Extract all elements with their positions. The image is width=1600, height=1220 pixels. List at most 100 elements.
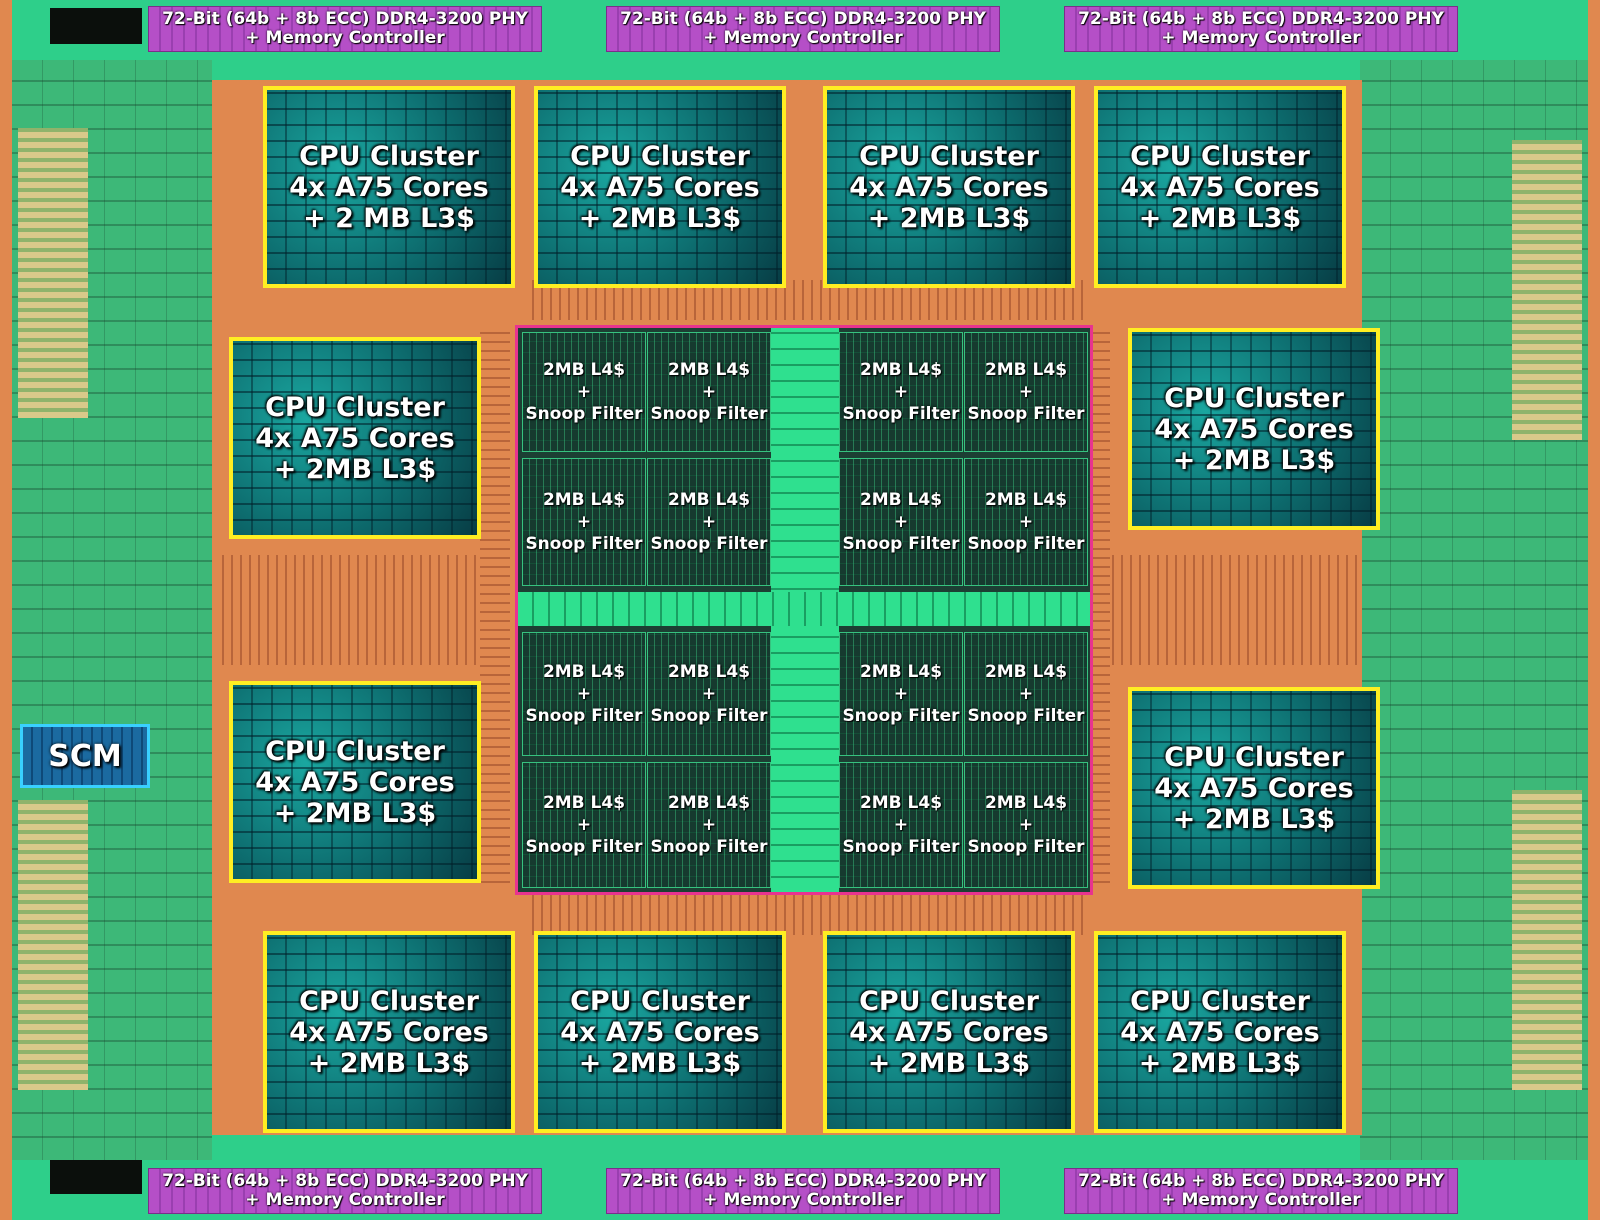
l4-snoop: Snoop Filter <box>650 706 768 726</box>
l4-slice: 2MB L4$ + Snoop Filter <box>522 458 646 586</box>
l4-snoop: Snoop Filter <box>842 404 960 424</box>
cluster-cache: + 2MB L3$ <box>578 1047 742 1079</box>
l4-plus: + <box>1018 382 1034 402</box>
l4-size: 2MB L4$ <box>859 662 943 682</box>
l4-plus: + <box>701 512 717 532</box>
fabric-bus-vertical-left <box>480 330 510 890</box>
io-pads-left-upper <box>18 128 88 418</box>
fabric-bus-right <box>1105 555 1360 665</box>
ddr4-phy-bottom-1: 72-Bit (64b + 8b ECC) DDR4-3200 PHY + Me… <box>148 1168 542 1214</box>
l4-size: 2MB L4$ <box>542 360 626 380</box>
cpu-cluster-top-2: CPU Cluster 4x A75 Cores + 2MB L3$ <box>534 86 786 288</box>
cluster-cache: + 2MB L3$ <box>273 797 437 829</box>
l4-slice: 2MB L4$ + Snoop Filter <box>647 632 771 756</box>
cluster-cores: 4x A75 Cores <box>1154 772 1354 804</box>
l4-plus: + <box>701 815 717 835</box>
cluster-title: CPU Cluster <box>299 140 479 172</box>
l4-plus: + <box>893 382 909 402</box>
fabric-bus-left <box>215 555 480 665</box>
l4-slice: 2MB L4$ + Snoop Filter <box>522 632 646 756</box>
cluster-cache: + 2MB L3$ <box>867 1047 1031 1079</box>
edge-right <box>1588 0 1600 1220</box>
cluster-cores: 4x A75 Cores <box>289 1016 489 1048</box>
corner-block-bottom-left <box>50 1158 142 1194</box>
l4-size: 2MB L4$ <box>859 360 943 380</box>
cluster-title: CPU Cluster <box>1164 741 1344 773</box>
cluster-title: CPU Cluster <box>859 985 1039 1017</box>
l4-slice: 2MB L4$ + Snoop Filter <box>839 458 963 586</box>
ddr4-phy-top-3: 72-Bit (64b + 8b ECC) DDR4-3200 PHY + Me… <box>1064 6 1458 52</box>
l4-size: 2MB L4$ <box>859 793 943 813</box>
phy-label-line1: 72-Bit (64b + 8b ECC) DDR4-3200 PHY <box>620 9 986 29</box>
cluster-cache: + 2MB L3$ <box>273 453 437 485</box>
cluster-title: CPU Cluster <box>1130 985 1310 1017</box>
cluster-cache: + 2MB L3$ <box>578 202 742 234</box>
l4-snoop: Snoop Filter <box>650 837 768 857</box>
l4-snoop: Snoop Filter <box>525 534 643 554</box>
l4-plus: + <box>893 684 909 704</box>
cpu-cluster-bottom-3: CPU Cluster 4x A75 Cores + 2MB L3$ <box>823 931 1075 1133</box>
l4-size: 2MB L4$ <box>667 793 751 813</box>
cluster-cache: + 2 MB L3$ <box>303 202 475 234</box>
l4-size: 2MB L4$ <box>984 793 1068 813</box>
cluster-cores: 4x A75 Cores <box>560 1016 760 1048</box>
cluster-title: CPU Cluster <box>1164 382 1344 414</box>
phy-label-line2: + Memory Controller <box>1161 28 1361 48</box>
cluster-cores: 4x A75 Cores <box>849 171 1049 203</box>
cluster-cores: 4x A75 Cores <box>289 171 489 203</box>
cluster-cache: + 2MB L3$ <box>1138 202 1302 234</box>
cluster-title: CPU Cluster <box>299 985 479 1017</box>
cluster-cores: 4x A75 Cores <box>1154 413 1354 445</box>
l4-slice: 2MB L4$ + Snoop Filter <box>839 632 963 756</box>
cpu-cluster-left-1: CPU Cluster 4x A75 Cores + 2MB L3$ <box>229 337 481 539</box>
phy-label-line1: 72-Bit (64b + 8b ECC) DDR4-3200 PHY <box>162 1171 528 1191</box>
edge-left <box>0 0 12 1220</box>
cluster-title: CPU Cluster <box>570 140 750 172</box>
l4-plus: + <box>1018 815 1034 835</box>
phy-label-line1: 72-Bit (64b + 8b ECC) DDR4-3200 PHY <box>1078 1171 1444 1191</box>
ddr4-phy-top-2: 72-Bit (64b + 8b ECC) DDR4-3200 PHY + Me… <box>606 6 1000 52</box>
corner-block-top-left <box>50 8 142 44</box>
cpu-cluster-bottom-2: CPU Cluster 4x A75 Cores + 2MB L3$ <box>534 931 786 1133</box>
l4-snoop: Snoop Filter <box>650 534 768 554</box>
l4-size: 2MB L4$ <box>542 793 626 813</box>
l4-size: 2MB L4$ <box>859 490 943 510</box>
l4-snoop: Snoop Filter <box>967 534 1085 554</box>
cluster-title: CPU Cluster <box>265 391 445 423</box>
io-pads-right-lower <box>1512 790 1582 1090</box>
cluster-cores: 4x A75 Cores <box>560 171 760 203</box>
ddr4-phy-bottom-3: 72-Bit (64b + 8b ECC) DDR4-3200 PHY + Me… <box>1064 1168 1458 1214</box>
cpu-cluster-top-3: CPU Cluster 4x A75 Cores + 2MB L3$ <box>823 86 1075 288</box>
cluster-cache: + 2MB L3$ <box>1172 803 1336 835</box>
phy-label-line2: + Memory Controller <box>703 1190 903 1210</box>
l4-snoop: Snoop Filter <box>525 706 643 726</box>
fabric-bus-bottom <box>525 895 1085 935</box>
l4-plus: + <box>1018 684 1034 704</box>
phy-label-line1: 72-Bit (64b + 8b ECC) DDR4-3200 PHY <box>162 9 528 29</box>
mesh-spine-horizontal <box>518 592 1090 626</box>
scm-block: SCM <box>20 724 150 788</box>
cpu-cluster-top-4: CPU Cluster 4x A75 Cores + 2MB L3$ <box>1094 86 1346 288</box>
l4-slice: 2MB L4$ + Snoop Filter <box>964 332 1088 452</box>
cluster-cache: + 2MB L3$ <box>1172 444 1336 476</box>
l4-size: 2MB L4$ <box>667 360 751 380</box>
l4-slice: 2MB L4$ + Snoop Filter <box>647 332 771 452</box>
l4-plus: + <box>576 684 592 704</box>
phy-label-line1: 72-Bit (64b + 8b ECC) DDR4-3200 PHY <box>620 1171 986 1191</box>
cluster-cache: + 2MB L3$ <box>867 202 1031 234</box>
cluster-cores: 4x A75 Cores <box>849 1016 1049 1048</box>
cpu-cluster-bottom-4: CPU Cluster 4x A75 Cores + 2MB L3$ <box>1094 931 1346 1133</box>
l4-slice: 2MB L4$ + Snoop Filter <box>647 762 771 888</box>
l4-slice: 2MB L4$ + Snoop Filter <box>964 458 1088 586</box>
cluster-cores: 4x A75 Cores <box>255 422 455 454</box>
l4-snoop: Snoop Filter <box>525 837 643 857</box>
l4-snoop: Snoop Filter <box>842 534 960 554</box>
cpu-cluster-right-2: CPU Cluster 4x A75 Cores + 2MB L3$ <box>1128 687 1380 889</box>
cpu-cluster-bottom-1: CPU Cluster 4x A75 Cores + 2MB L3$ <box>263 931 515 1133</box>
l4-slice: 2MB L4$ + Snoop Filter <box>647 458 771 586</box>
ddr4-phy-top-1: 72-Bit (64b + 8b ECC) DDR4-3200 PHY + Me… <box>148 6 542 52</box>
scm-label: SCM <box>48 738 122 774</box>
io-pads-right-upper <box>1512 140 1582 440</box>
l4-size: 2MB L4$ <box>542 662 626 682</box>
